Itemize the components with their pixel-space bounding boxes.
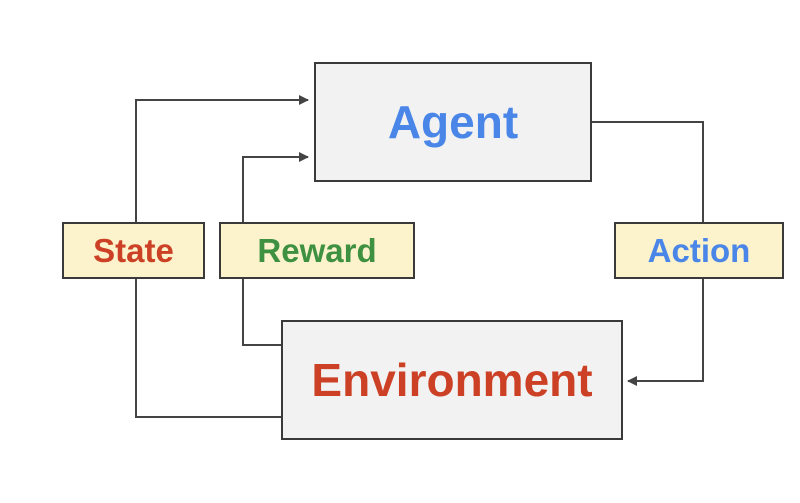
agent-label: Agent (387, 96, 519, 148)
reward-edge-label: Reward (219, 222, 415, 279)
state-label: State (93, 231, 174, 269)
action-label: Action (647, 231, 751, 269)
state-edge-label: State (62, 222, 205, 279)
agent-node: Agent (314, 62, 592, 182)
environment-label: Environment (311, 354, 593, 406)
environment-node: Environment (281, 320, 623, 440)
reward-label: Reward (257, 231, 377, 269)
action-edge-label: Action (614, 222, 784, 279)
